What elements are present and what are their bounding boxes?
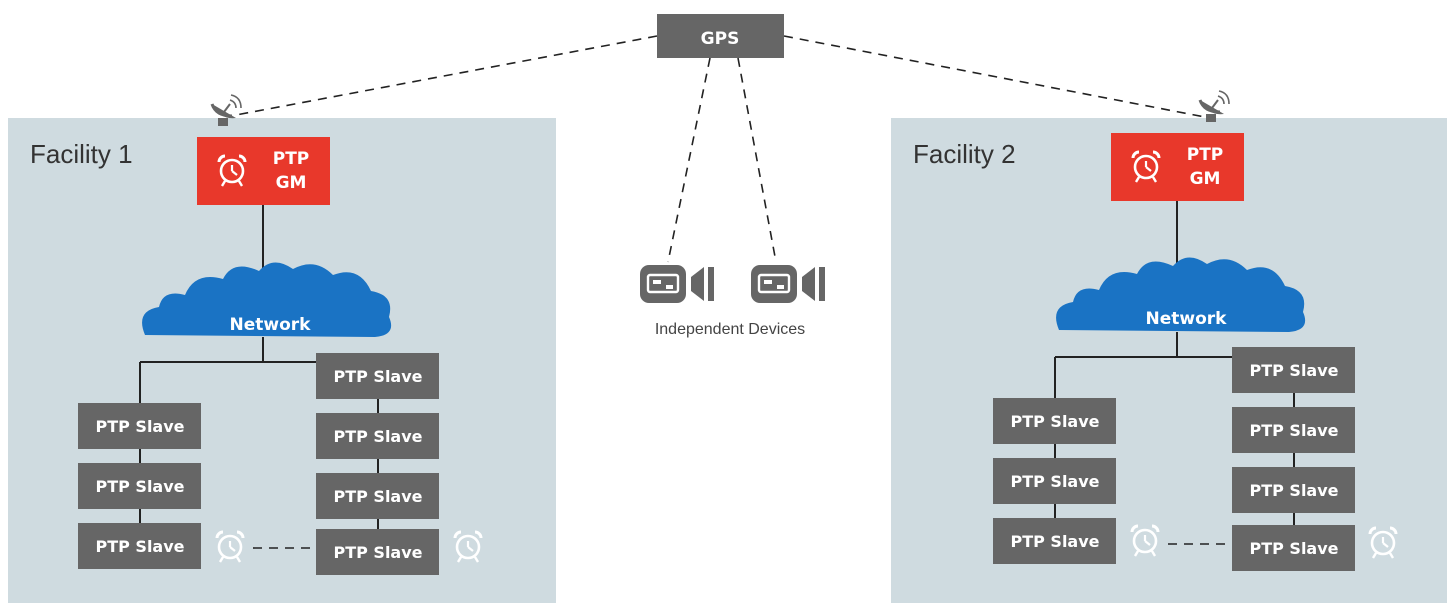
facility-1-title: Facility 1 <box>30 139 133 169</box>
facility-1-grandmaster: PTP GM <box>197 137 330 205</box>
gps-node: GPS <box>657 14 784 58</box>
gps-link-facility1 <box>235 35 658 116</box>
ptp-slave: PTP Slave <box>1232 525 1355 571</box>
network-label: Network <box>1146 309 1228 329</box>
ptp-slave: PTP Slave <box>78 523 201 569</box>
slave-label: PTP Slave <box>1249 539 1338 558</box>
ptp-slave: PTP Slave <box>1232 407 1355 453</box>
camera-device-icon <box>749 263 827 305</box>
slave-label: PTP Slave <box>1249 361 1338 380</box>
facility-2-grandmaster: PTP GM <box>1111 133 1244 201</box>
slave-label: PTP Slave <box>333 427 422 446</box>
independent-devices: Independent Devices <box>638 263 827 338</box>
gps-box <box>657 14 784 58</box>
facility-1: Facility 1 PTP GM Network PTP Slave <box>8 93 556 603</box>
grandmaster-box <box>1111 133 1244 201</box>
facility-2: Facility 2 PTP GM Network PTP Slave PTP … <box>891 89 1447 603</box>
slave-label: PTP Slave <box>95 417 184 436</box>
slave-label: PTP Slave <box>333 543 422 562</box>
gm-line2: GM <box>1190 169 1221 189</box>
ptp-slave: PTP Slave <box>316 353 439 399</box>
ptp-slave: PTP Slave <box>1232 467 1355 513</box>
gps-link-facility2 <box>783 35 1211 119</box>
ptp-slave: PTP Slave <box>316 473 439 519</box>
gps-link-device2 <box>737 57 777 263</box>
slave-label: PTP Slave <box>333 487 422 506</box>
ptp-slave: PTP Slave <box>993 398 1116 444</box>
ptp-slave: PTP Slave <box>78 403 201 449</box>
gps-label: GPS <box>701 29 740 49</box>
ptp-slave: PTP Slave <box>993 458 1116 504</box>
ptp-slave: PTP Slave <box>993 518 1116 564</box>
ptp-slave: PTP Slave <box>316 529 439 575</box>
gm-line1: PTP <box>1187 145 1224 165</box>
ptp-slave: PTP Slave <box>78 463 201 509</box>
gm-line2: GM <box>276 173 307 193</box>
gps-link-device1 <box>667 57 711 263</box>
network-label: Network <box>230 315 312 335</box>
slave-label: PTP Slave <box>1249 481 1338 500</box>
satellite-dish-icon <box>1198 89 1231 124</box>
slave-label: PTP Slave <box>95 537 184 556</box>
camera-device-icon <box>638 263 716 305</box>
slave-label: PTP Slave <box>95 477 184 496</box>
ptp-slave: PTP Slave <box>1232 347 1355 393</box>
facility-1-network: Network <box>142 262 392 337</box>
grandmaster-box <box>197 137 330 205</box>
facility-2-title: Facility 2 <box>913 139 1016 169</box>
independent-devices-caption: Independent Devices <box>655 321 805 338</box>
slave-label: PTP Slave <box>333 367 422 386</box>
slave-label: PTP Slave <box>1010 472 1099 491</box>
facility-2-network: Network <box>1056 257 1306 332</box>
ptp-slave: PTP Slave <box>316 413 439 459</box>
slave-label: PTP Slave <box>1010 412 1099 431</box>
slave-label: PTP Slave <box>1249 421 1338 440</box>
gm-line1: PTP <box>273 149 310 169</box>
slave-label: PTP Slave <box>1010 532 1099 551</box>
